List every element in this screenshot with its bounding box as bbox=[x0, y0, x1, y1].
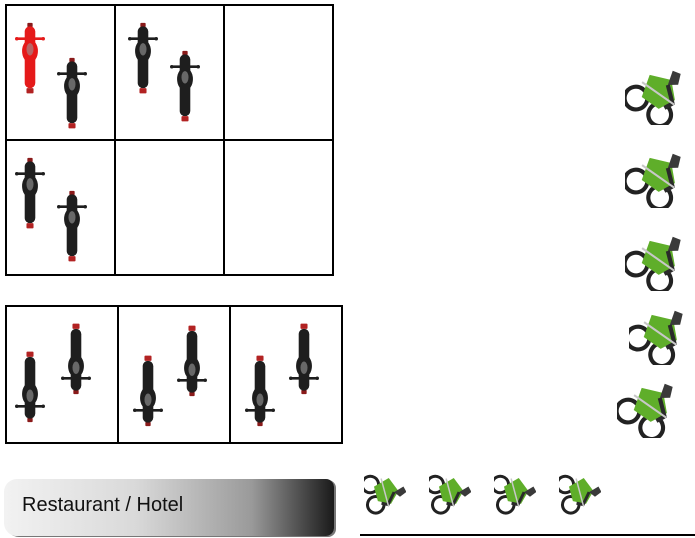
green-motorcycle-icon[interactable] bbox=[625, 63, 693, 130]
parking-cell[interactable] bbox=[230, 306, 342, 443]
red-motorcycle-icon bbox=[15, 16, 45, 102]
green-motorcycle-icon[interactable] bbox=[494, 457, 536, 534]
restaurant-hotel-button[interactable]: Restaurant / Hotel bbox=[4, 479, 334, 536]
motorcycle-icon bbox=[128, 16, 158, 102]
parking-cell[interactable] bbox=[224, 5, 333, 140]
parking-cell[interactable] bbox=[224, 140, 333, 275]
green-motorcycle-icon[interactable] bbox=[429, 457, 471, 534]
green-motorcycle-icon[interactable] bbox=[559, 457, 601, 534]
restaurant-hotel-label: Restaurant / Hotel bbox=[22, 494, 183, 517]
green-motorcycle-icon[interactable] bbox=[625, 146, 693, 213]
motorcycle-icon bbox=[61, 315, 91, 401]
motorcycle-icon bbox=[15, 151, 45, 237]
parking-cell[interactable] bbox=[6, 5, 115, 140]
motorcycle-icon bbox=[245, 347, 275, 433]
parking-cell[interactable] bbox=[6, 306, 118, 443]
parking-cell[interactable] bbox=[118, 306, 230, 443]
green-motorcycle-icon[interactable] bbox=[625, 229, 693, 296]
green-motorcycle-icon[interactable] bbox=[617, 376, 685, 443]
motorcycle-icon bbox=[133, 347, 163, 433]
green-motorcycle-icon[interactable] bbox=[364, 457, 406, 534]
motorcycle-icon bbox=[57, 51, 87, 137]
parking-grid-bottom bbox=[5, 305, 343, 444]
parking-cell[interactable] bbox=[6, 140, 115, 275]
green-motorcycle-icon[interactable] bbox=[629, 303, 693, 370]
parking-cell[interactable] bbox=[115, 5, 224, 140]
motorcycle-icon bbox=[15, 343, 45, 429]
motorcycle-icon bbox=[57, 184, 87, 270]
parking-grid-top bbox=[5, 4, 334, 276]
motorcycle-icon bbox=[177, 317, 207, 403]
ground-line bbox=[360, 534, 695, 536]
motorcycle-icon bbox=[170, 44, 200, 130]
motorcycle-icon bbox=[289, 315, 319, 401]
parking-cell[interactable] bbox=[115, 140, 224, 275]
